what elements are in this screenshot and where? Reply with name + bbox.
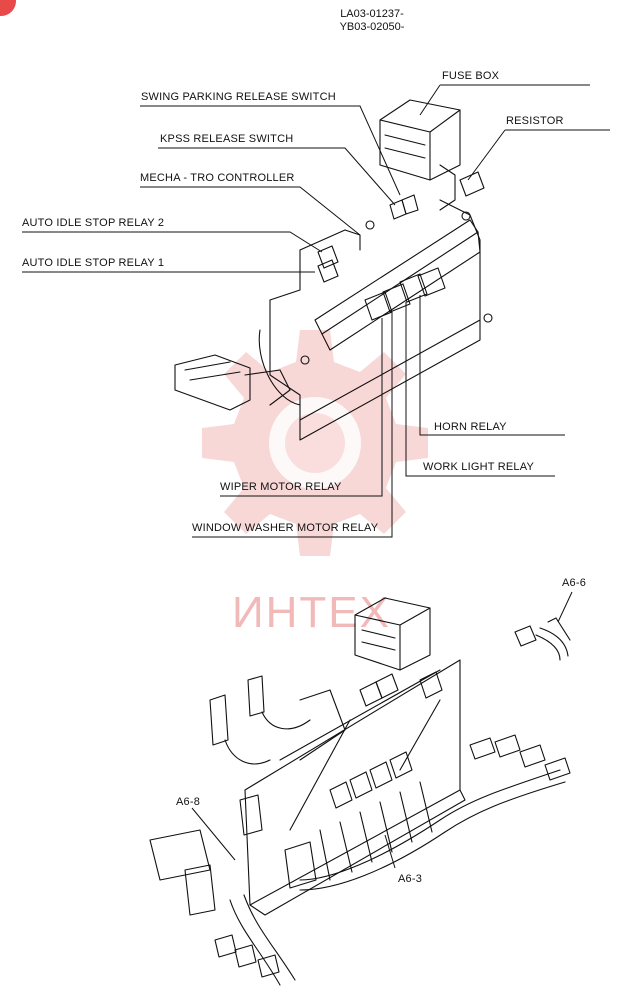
leader-horn-relay [419,295,565,436]
label-resistor: RESISTOR [506,115,564,127]
label-auto-idle-stop-relay-1: AUTO IDLE STOP RELAY 1 [22,257,165,269]
leader-fuse-box [419,84,590,116]
leader-a6-6 [557,591,573,623]
leader-kpss-release-switch [158,147,396,206]
leader-wiper-motor-relay [220,318,383,497]
leader-a6-3 [384,834,396,869]
label-horn-relay: HORN RELAY [434,421,507,433]
callout-a6-8: A6-8 [176,796,201,808]
document-code-2: YB03-02050- [339,21,405,33]
leader-work-light-relay [405,302,555,477]
label-kpss-release-switch: KPSS RELEASE SWITCH [160,133,294,145]
leader-auto-idle-stop-relay-2 [22,231,323,253]
leader-mecha-tro-controller [140,186,361,236]
label-auto-idle-stop-relay-2: AUTO IDLE STOP RELAY 2 [22,217,165,229]
label-swing-parking-release-switch: SWING PARKING RELEASE SWITCH [141,91,336,103]
watermark-text: ИНТЕХ [232,588,391,637]
label-work-light-relay: WORK LIGHT RELAY [423,461,534,473]
leader-swing-parking-release-switch [140,105,401,196]
leader-a6-8 [191,807,236,861]
label-window-washer-motor-relay: WINDOW WASHER MOTOR RELAY [192,522,379,534]
label-fuse-box: FUSE BOX [442,70,500,82]
label-wiper-motor-relay: WIPER MOTOR RELAY [220,481,342,493]
leader-window-washer-motor-relay [192,312,393,538]
label-mecha-tro-controller: MECHA - TRO CONTROLLER [140,172,295,184]
leader-resistor [467,129,610,181]
callout-a6-3: A6-3 [398,873,423,885]
document-code-1: LA03-01237- [340,8,404,20]
callout-a6-6: A6-6 [562,577,587,589]
